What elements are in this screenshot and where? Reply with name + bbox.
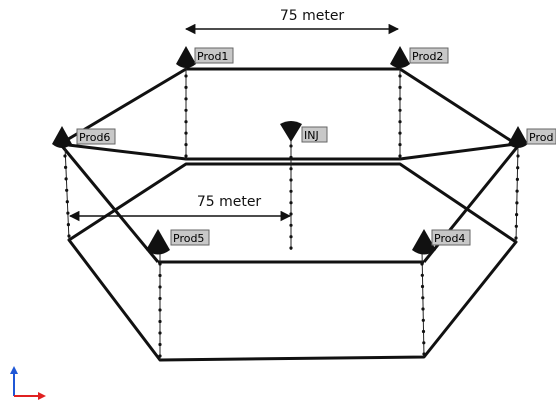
trajectory-dot-prod1 — [184, 74, 188, 78]
trajectory-dot-prod6 — [66, 211, 70, 215]
trajectory-dot-prod3 — [515, 213, 519, 217]
trajectory-dot-prod5 — [158, 331, 162, 335]
trajectory-dot-prod6 — [65, 188, 69, 192]
trajectory-dot-prod4 — [421, 329, 426, 334]
trajectory-dot-prod2 — [398, 74, 402, 78]
trajectory-dot-prod5 — [158, 342, 162, 347]
trajectory-dot-prod6 — [64, 165, 68, 169]
prod1-cone-icon — [176, 46, 196, 68]
inj-label: INJ — [304, 129, 319, 142]
trajectory-dot-prod6 — [66, 223, 70, 227]
trajectory-dot-prod5 — [158, 308, 162, 312]
trajectory-dot-inj — [289, 155, 293, 159]
trajectory-dot-prod5 — [158, 319, 162, 324]
trajectory-dot-prod1 — [184, 154, 188, 158]
prod4-label: Prod4 — [434, 232, 465, 245]
prod3-label-box — [526, 128, 556, 145]
trajectory-dot-prod4 — [420, 284, 425, 289]
prod5-cone-icon — [146, 229, 170, 255]
top-dimension-label: 75 meter — [280, 8, 345, 24]
middle-dimension-label: 75 meter — [197, 194, 262, 210]
trajectory-dot-prod4 — [420, 273, 424, 277]
prod2-cone-icon — [390, 46, 410, 68]
axis-right-arrowhead — [38, 392, 46, 400]
prod3-cone-icon — [508, 126, 528, 148]
trajectory-dot-inj — [289, 212, 293, 216]
trajectory-dot-prod1 — [184, 97, 188, 101]
trajectory-dot-prod1 — [184, 120, 188, 124]
trajectory-dot-prod3 — [516, 166, 520, 170]
trajectory-prod4 — [421, 249, 425, 358]
prod2-label-box — [409, 47, 449, 64]
connector-line-left — [60, 145, 160, 263]
trajectory-dot-prod3 — [514, 224, 518, 228]
trajectory-dot-prod4 — [422, 352, 426, 356]
axis-triad-icon — [10, 366, 46, 400]
prod6-label-box — [76, 128, 116, 145]
trajectory-dot-prod2 — [398, 154, 402, 158]
trajectory-dot-prod5 — [158, 354, 162, 358]
well-trajectories — [64, 66, 519, 360]
prod4-label-box — [431, 229, 471, 246]
prod2-label: Prod2 — [412, 50, 443, 63]
well-labels: Prod1 Prod2 Prod6 Prod INJ Prod5 Prod4 — [76, 47, 556, 246]
prod1-label: Prod1 — [197, 50, 228, 63]
prod6-cone-icon — [52, 126, 72, 148]
trajectory-dot-prod6 — [63, 154, 67, 158]
trajectory-dot-prod2 — [398, 85, 402, 89]
trajectory-dot-prod3 — [516, 154, 520, 158]
trajectory-dot-prod2 — [398, 143, 402, 147]
trajectory-dot-prod1 — [184, 108, 188, 112]
trajectory-dot-prod1 — [184, 85, 188, 89]
trajectory-dot-prod6 — [64, 177, 68, 181]
trajectory-dot-prod3 — [515, 177, 520, 181]
top-hexagon — [58, 67, 518, 161]
trajectory-dot-prod1 — [184, 143, 188, 147]
prod1-label-box — [194, 47, 234, 64]
prod3-label: Prod — [529, 131, 553, 144]
axis-up-arrowhead — [10, 366, 18, 374]
trajectory-dot-prod2 — [398, 108, 402, 112]
trajectory-dot-prod6 — [67, 234, 71, 238]
trajectory-dot-prod4 — [420, 262, 424, 266]
prod4-cone-icon — [412, 229, 436, 255]
prod6-label: Prod6 — [79, 131, 110, 144]
trajectory-dot-inj — [289, 189, 293, 193]
prod5-label-box — [170, 229, 210, 246]
prod5-label: Prod5 — [173, 232, 204, 245]
cone-marker-icon — [52, 46, 528, 255]
trajectory-dot-prod5 — [158, 285, 162, 289]
trajectory-dot-prod6 — [65, 200, 69, 204]
inverted-cone-icon — [280, 121, 302, 142]
trajectory-dot-prod2 — [398, 120, 402, 124]
inj-label-box — [301, 126, 328, 143]
trajectory-dot-prod1 — [184, 131, 188, 135]
trajectory-dot-prod5 — [158, 273, 162, 278]
trajectory-dot-prod5 — [158, 262, 162, 266]
trajectory-dot-prod3 — [514, 236, 518, 240]
trajectory-dot-prod4 — [421, 307, 425, 311]
trajectory-dot-inj — [289, 201, 293, 205]
trajectory-dot-inj — [289, 144, 293, 148]
trajectory-dot-prod3 — [515, 189, 519, 193]
trajectory-dot-prod4 — [421, 318, 425, 322]
trajectory-dot-prod4 — [421, 296, 425, 300]
trajectory-dot-inj — [289, 178, 293, 182]
trajectory-dot-prod4 — [422, 341, 426, 345]
trajectory-dot-inj — [289, 246, 293, 250]
trajectory-dot-inj — [289, 223, 293, 227]
trajectory-dot-prod5 — [158, 296, 162, 301]
trajectory-dot-inj — [289, 167, 293, 171]
trajectory-dot-prod2 — [398, 97, 402, 101]
trajectory-dot-prod2 — [398, 131, 402, 135]
trajectory-dot-inj — [289, 235, 293, 239]
trajectory-dot-prod3 — [515, 201, 519, 205]
